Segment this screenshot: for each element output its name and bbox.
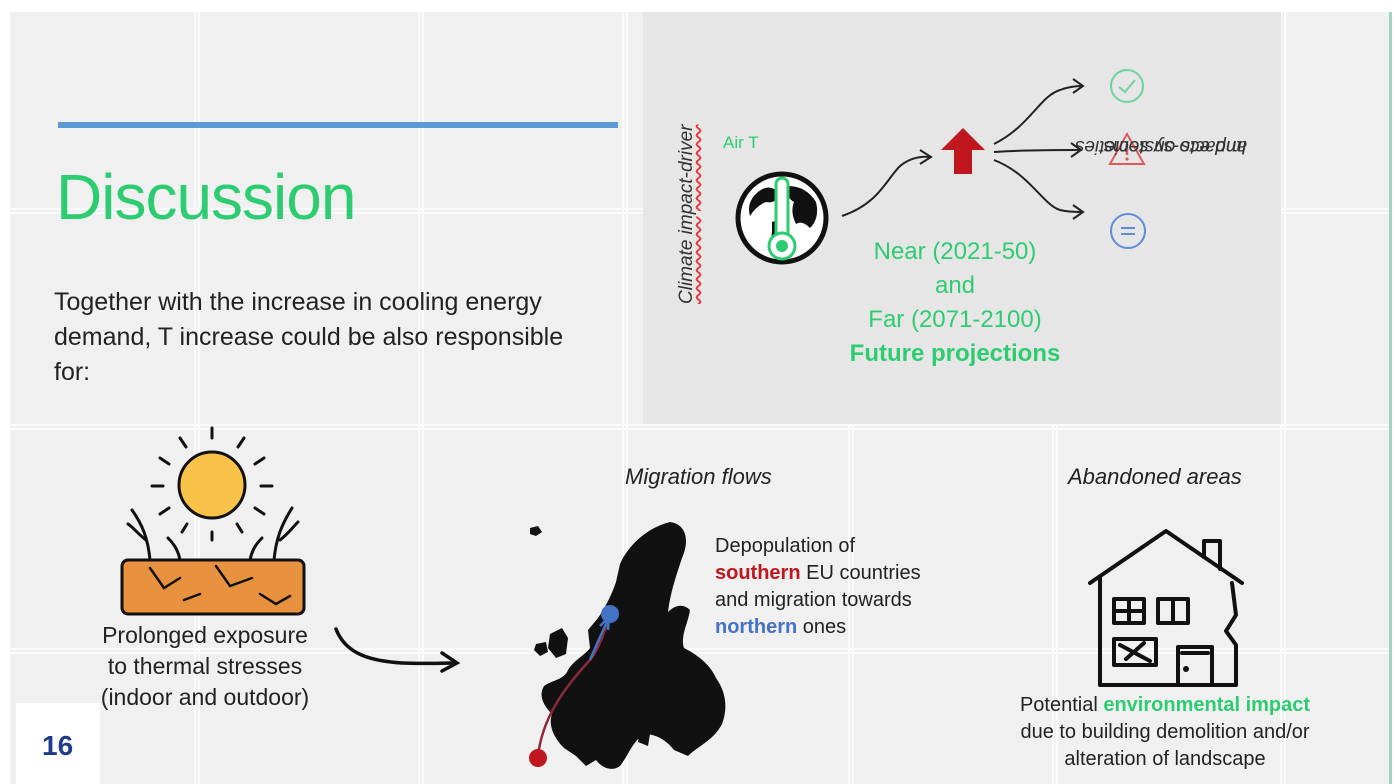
- check-circle-icon: [1110, 69, 1144, 103]
- grid-line: [622, 12, 628, 784]
- impacts-label-line2: and eco-systems: [1103, 136, 1247, 157]
- driver-label: Climate impact-driver: [676, 125, 698, 304]
- intro-text: Together with the increase in cooling en…: [54, 288, 564, 386]
- migration-line-4-rest: ones: [797, 616, 847, 638]
- globe-thermometer-icon: [735, 171, 829, 265]
- thermal-stress-text: Prolonged exposure to thermal stresses (…: [70, 620, 340, 713]
- abandoned-line-1: Potential environmental impact: [985, 692, 1345, 719]
- increase-arrow-icon: [941, 128, 985, 174]
- thermal-line-1: Prolonged exposure: [102, 622, 308, 648]
- migration-line-4: northern ones: [715, 614, 921, 641]
- grid-line: [1280, 12, 1286, 784]
- abandoned-pre: Potential: [1019, 694, 1104, 716]
- abandoned-caption: Abandoned areas: [1068, 464, 1242, 489]
- grid-line: [194, 12, 200, 784]
- northern-word: northern: [715, 616, 798, 638]
- thermal-line-2: to thermal stresses: [107, 653, 303, 679]
- grid-line: [10, 424, 1392, 430]
- page-number: 16: [42, 730, 74, 761]
- air-t-label: Air T: [723, 133, 759, 152]
- grid-line: [418, 12, 424, 784]
- grid-line: [10, 648, 1392, 654]
- migration-caption: Migration flows: [625, 464, 772, 489]
- page-title: Discussion: [56, 161, 356, 233]
- migration-line-2: southern EU countries: [715, 560, 921, 587]
- title-rule: [58, 122, 618, 128]
- curved-arrow: [334, 627, 461, 673]
- abandoned-line-3: alteration of landscape: [1064, 748, 1266, 770]
- projections-text: Near (2021-50) and Far (2071-2100) Futur…: [820, 235, 1090, 371]
- impacts-label-wrap: Impacts on societies and eco-systems: [1075, 96, 1265, 316]
- page-number-box: [16, 703, 100, 784]
- abandoned-house-icon: [1088, 529, 1244, 687]
- future-projections-label: Future projections: [849, 340, 1061, 367]
- abandoned-line-2: due to building demolition and/or: [1020, 721, 1310, 743]
- slide-edge: [1389, 12, 1392, 784]
- driver-label-text: Climate impact-driver: [676, 124, 697, 304]
- environmental-impact: environmental impact: [1103, 694, 1311, 716]
- future-projections: Future projections: [820, 337, 1090, 371]
- abandoned-text: Potential environmental impact due to bu…: [985, 692, 1345, 773]
- equals-circle-icon: [1110, 213, 1146, 249]
- and-word: and: [934, 272, 976, 299]
- warning-triangle-icon: [1108, 131, 1146, 165]
- sun-dry-soil-icon: [120, 426, 306, 616]
- branch-arrows: [993, 78, 1085, 220]
- southern-word: southern: [715, 562, 801, 584]
- europe-map-icon: [529, 522, 726, 769]
- migration-line-1: Depopulation of: [715, 535, 856, 557]
- far-period: Far (2071-2100): [868, 306, 1042, 333]
- slide: [10, 12, 1392, 784]
- thermal-line-3: (indoor and outdoor): [100, 684, 310, 710]
- migration-text: Depopulation of southern EU countries an…: [715, 533, 921, 641]
- migration-line-2-rest: EU countries: [800, 562, 921, 584]
- near-period: Near (2021-50): [873, 238, 1037, 265]
- flow-arrow: [841, 149, 933, 217]
- migration-line-3: and migration towards: [715, 589, 912, 611]
